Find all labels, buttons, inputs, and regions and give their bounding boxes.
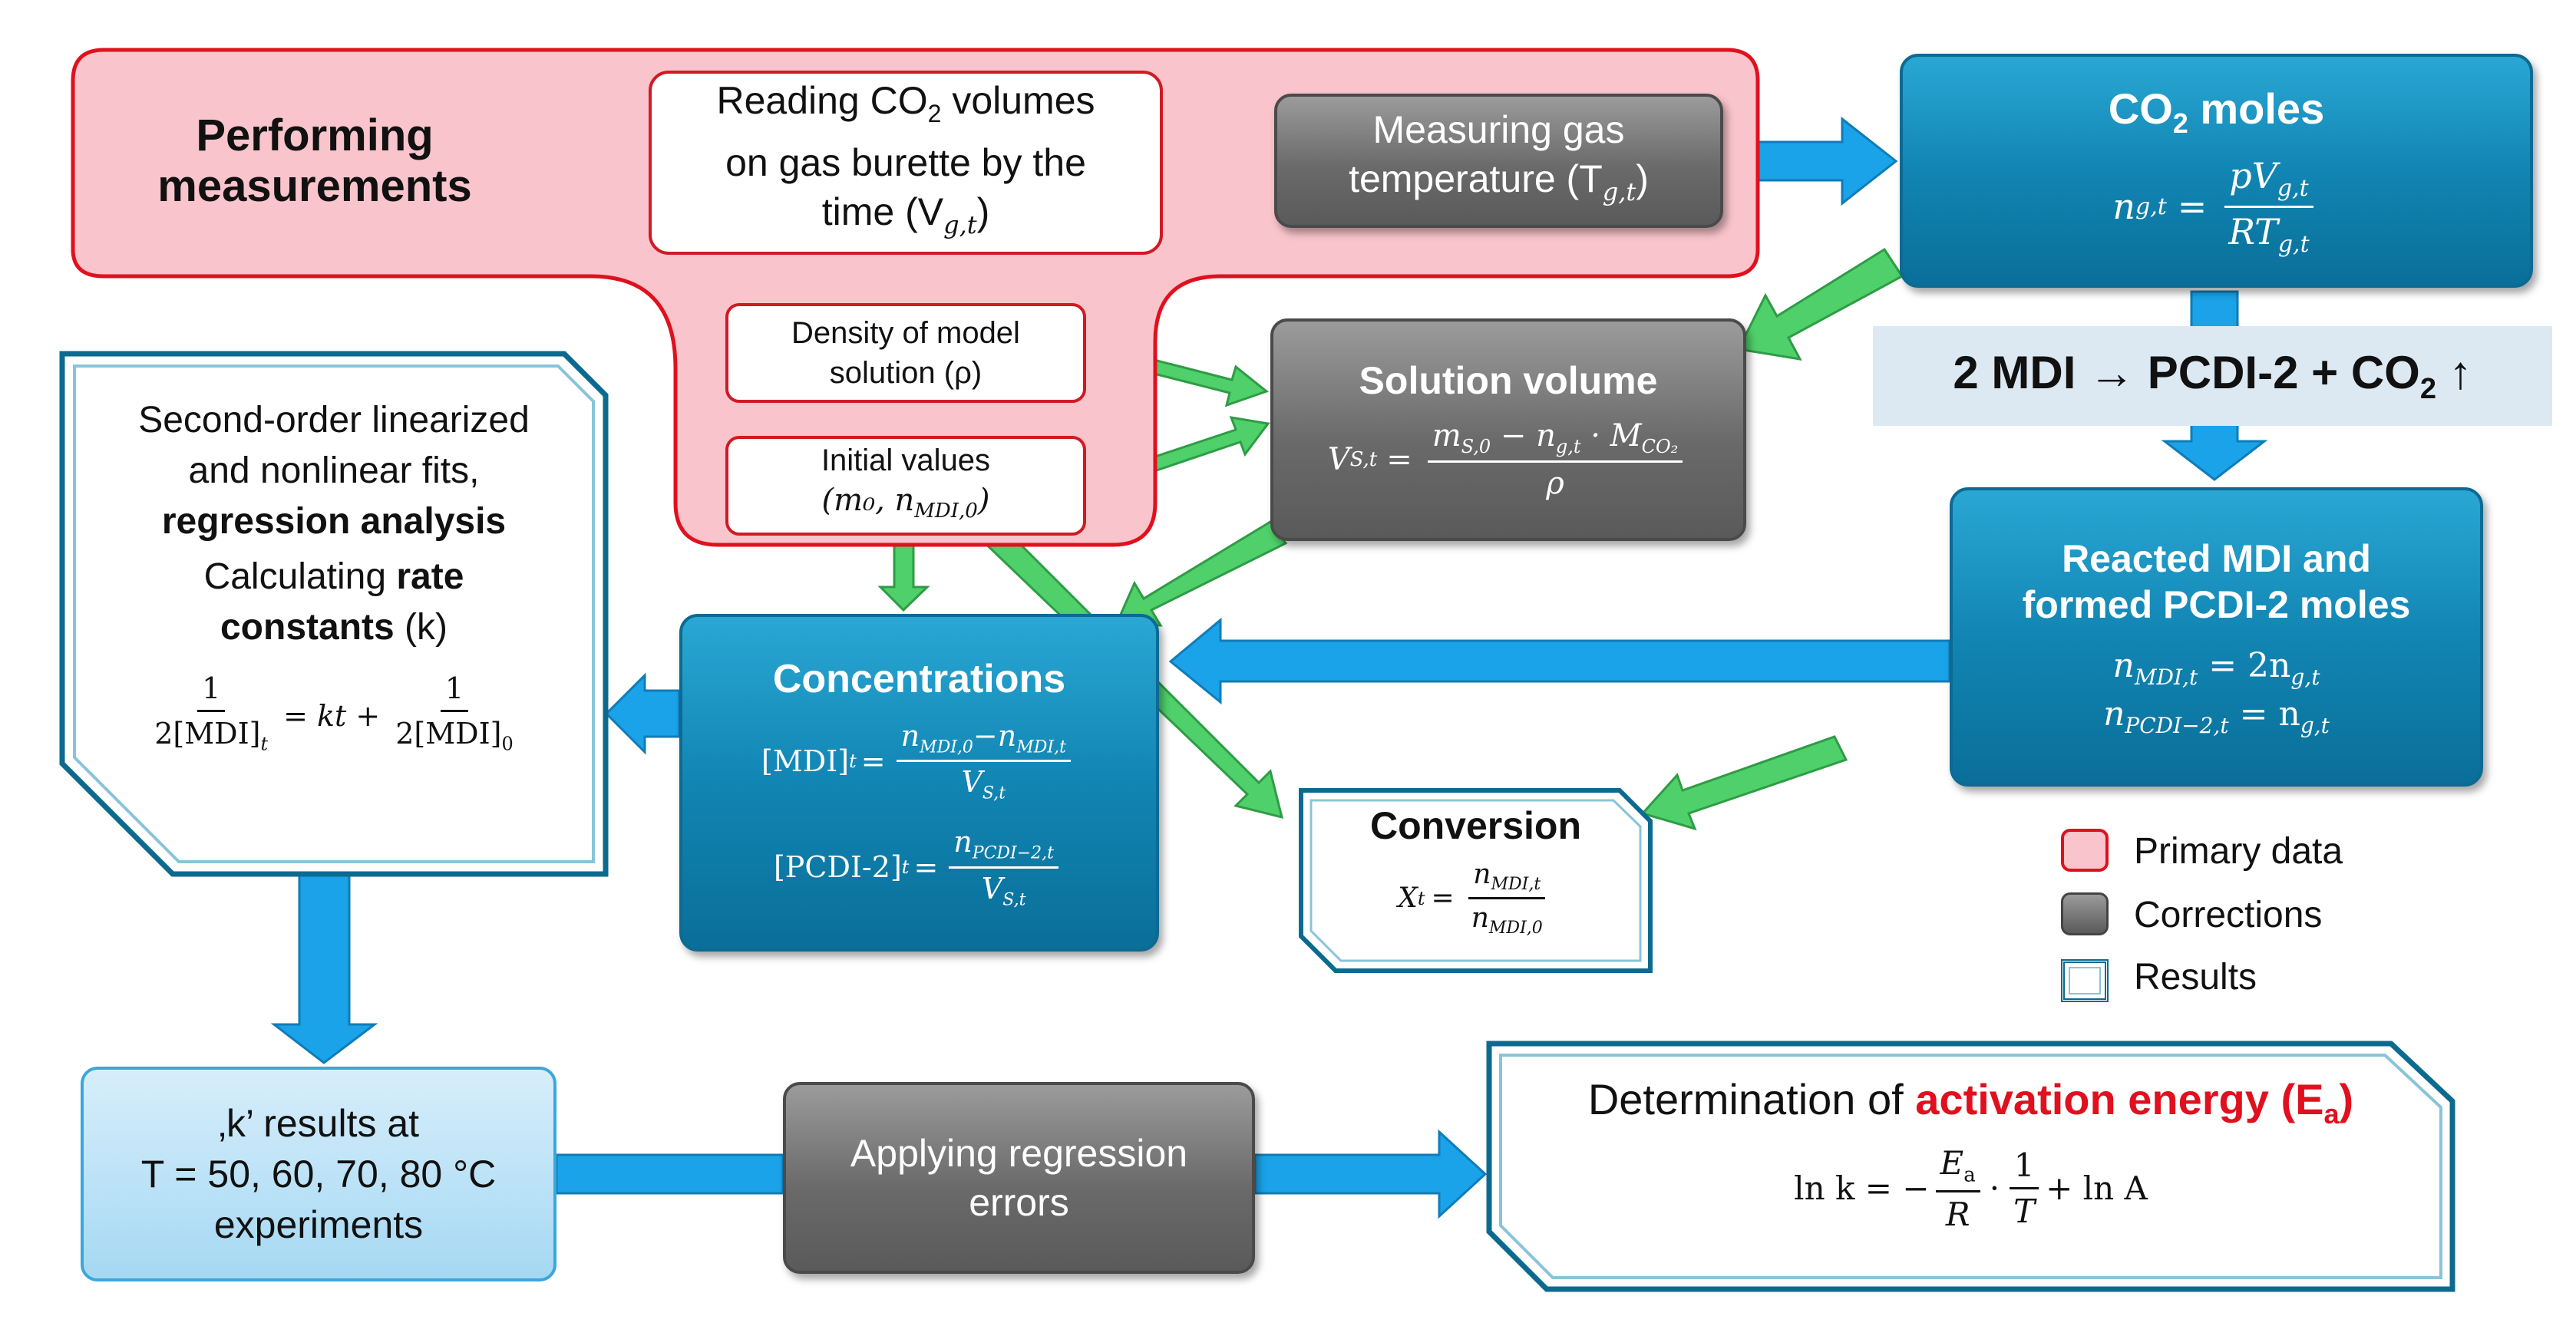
applying-regression-node: Applying regression errors bbox=[783, 1082, 1255, 1274]
performing-measurements-text: Performing measurements bbox=[157, 110, 472, 211]
arrow-secondorder-to-kresults bbox=[270, 862, 378, 1064]
density-node: Density of model solution (ρ) bbox=[725, 303, 1086, 403]
measuring-gas-temperature-node: Measuring gas temperature (Tg,t) bbox=[1274, 94, 1723, 228]
arrow-applying-to-activation bbox=[1253, 1129, 1488, 1219]
activation-energy-node: Determination of activation energy (Ea) … bbox=[1485, 1040, 2456, 1293]
legend-results-swatch bbox=[2061, 959, 2109, 1002]
mdi-concentration-equation: [MDI]t = nMDI,0−nMDI,t VS,t bbox=[761, 719, 1077, 803]
formed-pcdi-equation: nPCDI−2,t = ng,t bbox=[2103, 694, 2330, 738]
activation-energy-frame bbox=[1486, 1041, 2455, 1292]
arrow-co2-to-solution bbox=[1736, 247, 1904, 361]
reacted-moles-node: Reacted MDI and formed PCDI-2 moles nMDI… bbox=[1950, 487, 2483, 787]
legend-corrections-swatch bbox=[2061, 892, 2109, 935]
arrow-reacted-to-conversion bbox=[1640, 735, 1848, 831]
arrow-reacted-to-concentrations bbox=[1168, 617, 1951, 705]
conversion-frame bbox=[1299, 788, 1653, 973]
k-results-node: ‚k’ results at T = 50, 60, 70, 80 °C exp… bbox=[81, 1067, 556, 1281]
initial-values-node: Initial values (m₀, nMDI,0) bbox=[725, 436, 1086, 536]
legend-corrections-label: Corrections bbox=[2134, 895, 2323, 935]
reading-co2-node: Reading CO2 volumes on gas burette by th… bbox=[649, 71, 1163, 255]
performing-measurements-label: Performing measurements bbox=[115, 104, 514, 219]
second-order-node: Second-order linearized and nonlinear fi… bbox=[58, 349, 610, 879]
pcdi-concentration-equation: [PCDI-2]t = nPCDI−2,t VS,t bbox=[774, 825, 1065, 909]
legend-results-label: Results bbox=[2134, 957, 2257, 998]
concentrations-node: Concentrations [MDI]t = nMDI,0−nMDI,t VS… bbox=[679, 614, 1159, 952]
second-order-frame bbox=[59, 351, 609, 877]
reacted-mdi-equation: nMDI,t = 2ng,t bbox=[2112, 646, 2320, 690]
reaction-equation: 2 MDI → PCDI-2 + CO2 ↑ bbox=[1873, 326, 2552, 426]
legend-primary-swatch bbox=[2061, 829, 2109, 872]
legend: Primary data Corrections Results bbox=[2057, 821, 2487, 1021]
arrow-concentrations-to-secondorder bbox=[604, 672, 681, 755]
legend-primary-label: Primary data bbox=[2134, 831, 2343, 872]
